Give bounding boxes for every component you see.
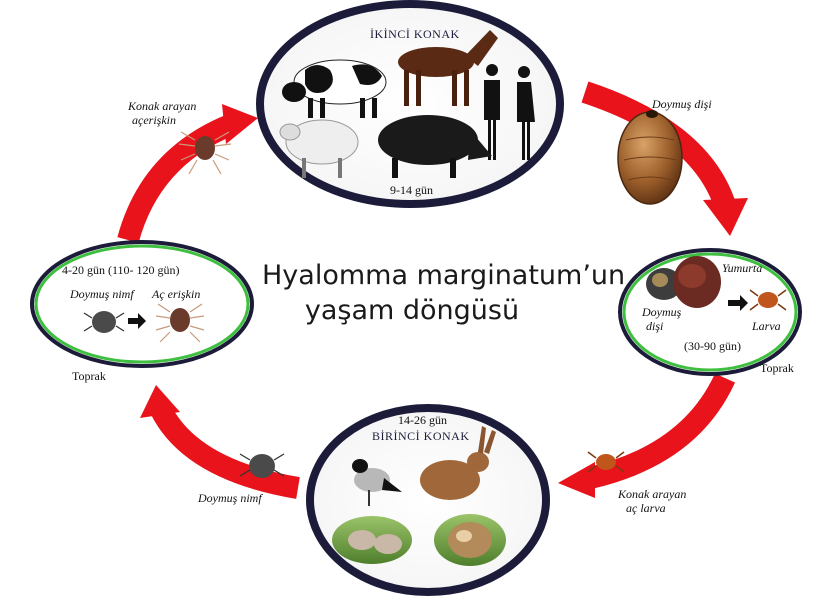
- hedgehog-icon: [434, 514, 506, 566]
- hungry-adult-label: Aç erişkin: [152, 288, 200, 302]
- engorged-female-tick-large-icon: [618, 110, 682, 204]
- second-host-heading: İKİNCİ KONAK: [370, 28, 460, 42]
- egg-stage-duration: (30-90 gün): [684, 340, 741, 354]
- larva-label: Larva: [752, 320, 781, 334]
- arrow-bottom-left: [140, 385, 298, 488]
- engorged-nymph-label: Doymuş nimf: [70, 288, 134, 302]
- title-line-1: Hyalomma marginatum’un: [262, 258, 562, 293]
- title-line-2: yaşam döngüsü: [262, 293, 562, 328]
- nymph-stage-duration: 4-20 gün (110- 120 gün): [62, 264, 180, 278]
- host-seeking-larva-label-2: aç larva: [626, 502, 666, 516]
- engorged-female-label-2: dişi: [646, 320, 663, 334]
- partridge-icon: [332, 516, 412, 564]
- egg-label: Yumurta: [722, 262, 762, 276]
- ground-label-right: Toprak: [760, 362, 794, 376]
- egg-mass-icon: [673, 256, 721, 308]
- diagram-title: Hyalomma marginatum’un yaşam döngüsü: [262, 258, 562, 328]
- nymph-stage-oval: [32, 242, 252, 366]
- host-seeking-larva-label-1: Konak arayan: [618, 488, 686, 502]
- first-host-duration: 14-26 gün: [398, 414, 447, 428]
- first-host-heading: BİRİNCİ KONAK: [372, 430, 470, 444]
- engorged-nymph-arrow-label: Doymuş nimf: [198, 492, 262, 506]
- ground-label-left: Toprak: [72, 370, 106, 384]
- engorged-female-label-1: Doymuş: [642, 306, 681, 320]
- engorged-female-arrow-label: Doymuş dişi: [652, 98, 712, 112]
- arrow-bottom-right: [558, 378, 725, 498]
- second-host-duration: 9-14 gün: [390, 184, 433, 198]
- host-seeking-adult-label-1: Konak arayan: [128, 100, 196, 114]
- host-seeking-adult-label-2: açerişkin: [132, 114, 176, 128]
